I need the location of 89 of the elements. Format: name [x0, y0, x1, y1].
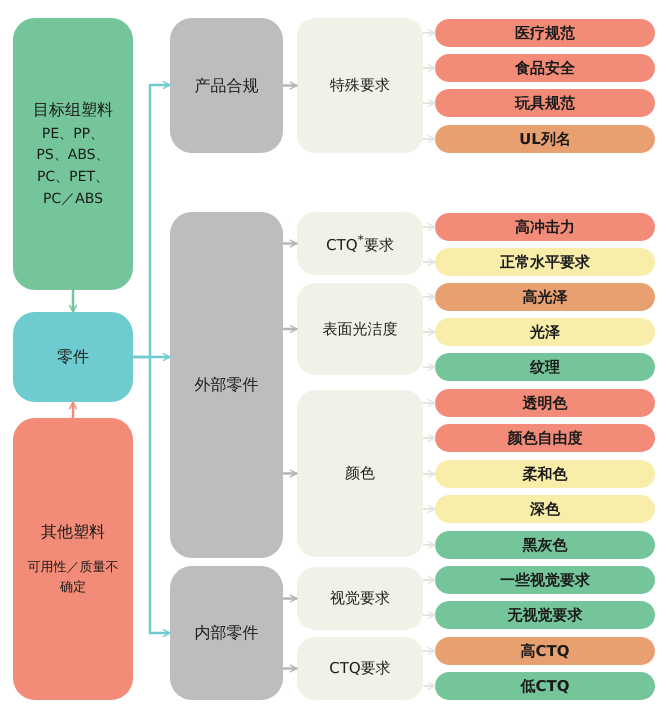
- item-pill: [435, 54, 655, 82]
- arrow: [423, 64, 436, 72]
- arrow: [423, 470, 436, 478]
- category-box: [170, 18, 283, 153]
- box-label: 深色: [530, 498, 560, 520]
- box-label: 视觉要求: [330, 588, 390, 610]
- group-box: [297, 567, 423, 630]
- group-box: [297, 637, 423, 700]
- arrow: [283, 664, 298, 673]
- arrow: [133, 356, 171, 638]
- arrow: [68, 401, 78, 418]
- box-label: 特殊要求: [330, 75, 390, 96]
- box-label: 零件: [57, 346, 89, 368]
- item-pill: [435, 672, 655, 700]
- box-label: 外部零件: [194, 374, 258, 396]
- box-label: 玩具规范: [515, 92, 575, 114]
- box-label: 黑灰色: [522, 534, 568, 556]
- item-pill: [435, 19, 655, 47]
- item-pill: [435, 637, 655, 665]
- arrow: [423, 576, 436, 584]
- box-label: 其他塑料: [41, 520, 105, 543]
- category-box: [170, 566, 283, 700]
- item-pill: [435, 353, 655, 381]
- item-pill: [435, 389, 655, 417]
- box-label: 透明色: [522, 392, 568, 414]
- item-pill: [435, 460, 655, 488]
- box-label: 目标组塑料: [33, 98, 113, 121]
- arrow: [423, 222, 436, 232]
- box-label: 医疗规范: [515, 22, 575, 44]
- arrow: [423, 504, 436, 514]
- category-box: [170, 212, 283, 558]
- box-label: 光泽: [530, 322, 560, 343]
- item-pill: [435, 283, 655, 311]
- item-pill: [435, 495, 655, 523]
- box-label: 产品合规: [194, 74, 258, 96]
- arrow: [423, 646, 436, 656]
- box-label: 无视觉要求: [508, 604, 582, 626]
- group-box: [297, 283, 423, 375]
- item-pill: [435, 89, 655, 117]
- arrow: [423, 540, 436, 550]
- box-note: PE、PP、PS、ABS、PC、PET、PC／ABS: [35, 124, 111, 209]
- arrow: [283, 239, 298, 248]
- group-box: [297, 18, 423, 153]
- arrow: [283, 81, 298, 90]
- arrow: [423, 398, 436, 408]
- arrow: [423, 28, 436, 38]
- arrow: [423, 292, 436, 302]
- box-note: 可用性／质量不确定: [27, 558, 119, 597]
- arrow: [423, 682, 436, 690]
- box-label: 正常水平要求: [500, 252, 590, 273]
- arrow: [68, 290, 78, 313]
- box-label: 高光泽: [522, 286, 568, 308]
- group-box: [297, 212, 423, 275]
- box-label: 内部零件: [194, 622, 258, 644]
- box-label: CTQ要求: [329, 658, 391, 680]
- arrow: [423, 362, 436, 372]
- arrow: [283, 324, 298, 334]
- box-label: 高CTQ: [520, 640, 570, 662]
- arrow: [423, 98, 436, 108]
- box-label: 颜色: [345, 463, 375, 484]
- arrow: [283, 469, 298, 478]
- arrow: [423, 434, 436, 442]
- item-pill: [435, 125, 655, 153]
- item-pill: [435, 318, 655, 346]
- box-label: 颜色自由度: [508, 428, 582, 449]
- item-pill: [435, 424, 655, 452]
- arrow: [423, 610, 436, 620]
- category-box: [13, 418, 133, 700]
- box-label: 食品安全: [515, 58, 575, 79]
- category-box: [13, 312, 133, 402]
- box-label: 表面光洁度: [322, 318, 398, 340]
- category-box: [13, 18, 133, 290]
- item-pill: [435, 531, 655, 559]
- box-label: UL列名: [519, 128, 571, 150]
- item-pill: [435, 566, 655, 594]
- box-label: 低CTQ: [520, 676, 570, 697]
- arrow: [423, 134, 436, 144]
- box-label: 一些视觉要求: [500, 570, 590, 591]
- item-pill: [435, 213, 655, 241]
- box-label: 高冲击力: [515, 216, 575, 238]
- arrow: [283, 594, 298, 603]
- box-label: 柔和色: [522, 464, 568, 485]
- box-label: CTQ$^{*}$要求: [326, 230, 394, 256]
- box-label: 纹理: [530, 356, 560, 378]
- item-pill: [435, 601, 655, 629]
- group-box: [297, 390, 423, 557]
- arrow: [423, 258, 436, 266]
- arrow: [423, 328, 436, 336]
- item-pill: [435, 248, 655, 276]
